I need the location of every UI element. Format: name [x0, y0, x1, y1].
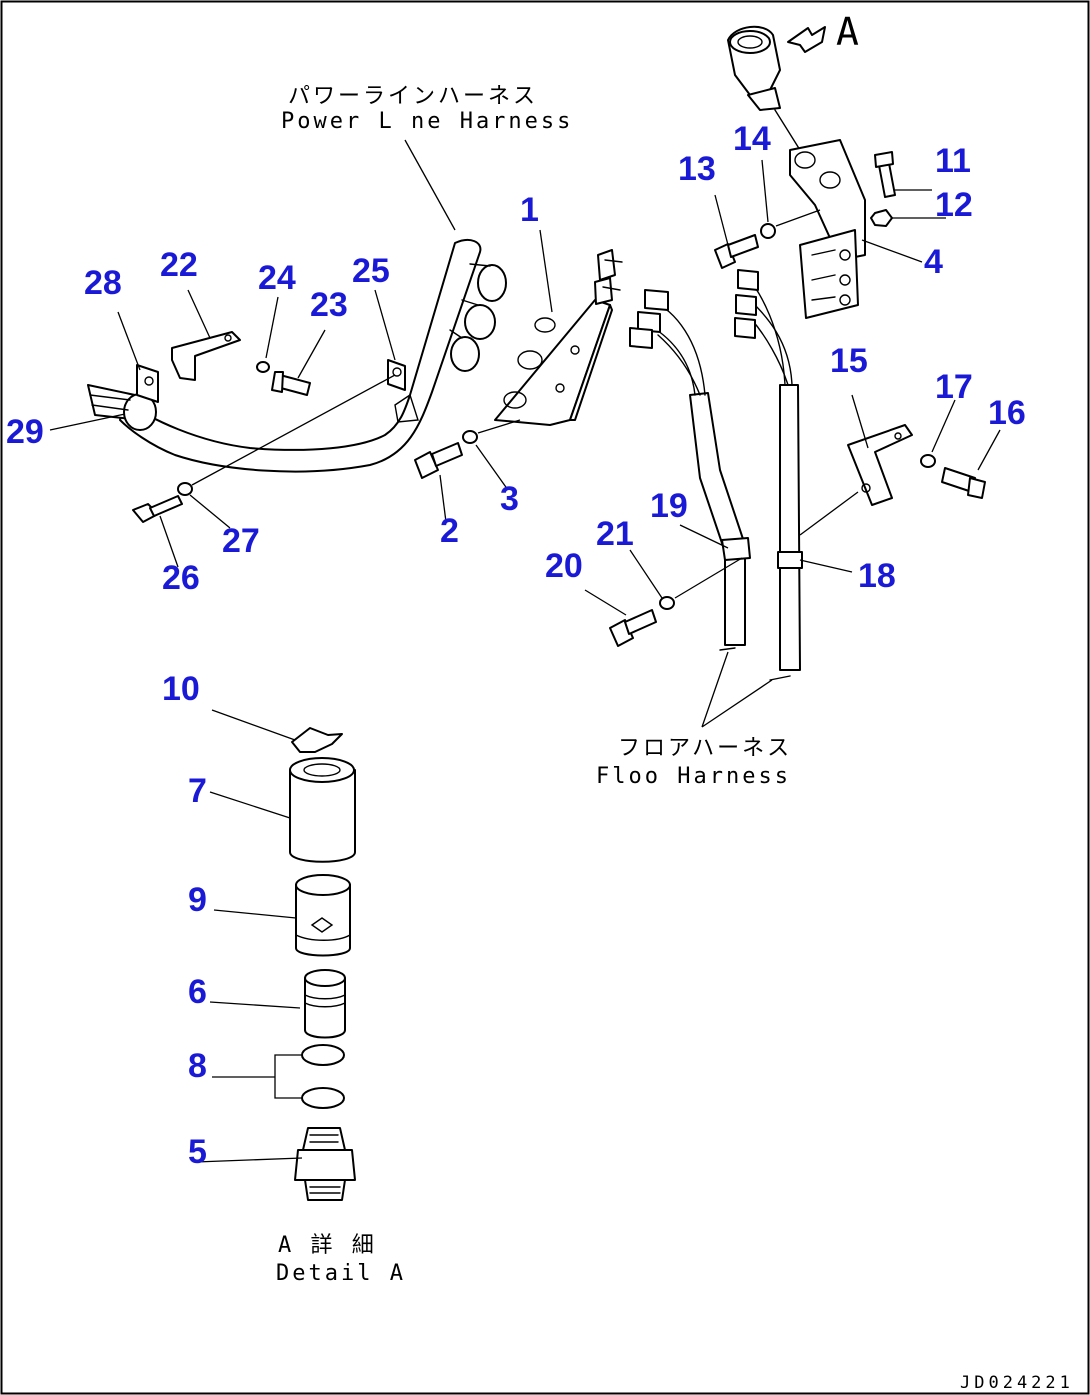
callout-29: 29 — [6, 413, 44, 451]
callout-8: 8 — [188, 1047, 207, 1085]
callout-5: 5 — [188, 1133, 207, 1171]
callout-18: 18 — [858, 557, 896, 595]
callout-28: 28 — [84, 264, 122, 302]
coil-9 — [295, 874, 351, 957]
bolt-20 — [609, 609, 657, 647]
callout-6: 6 — [188, 973, 207, 1011]
floor-harness-label-jp: フロアハーネス — [618, 736, 792, 761]
callout-14: 14 — [733, 120, 771, 158]
bolt-16 — [941, 467, 986, 499]
drawing-number: JD024221 — [960, 1373, 1074, 1393]
floor-harness — [629, 269, 803, 681]
bracket-4 — [789, 139, 866, 319]
power-line-harness-label-en: Power L ne Harness — [281, 109, 573, 134]
bracket-15 — [847, 424, 913, 506]
callout-13: 13 — [678, 150, 716, 188]
leader-lines — [49, 139, 1001, 1163]
callout-22: 22 — [160, 246, 198, 284]
switch-assembly — [727, 25, 826, 151]
callout-9: 9 — [188, 881, 207, 919]
callout-1: 1 — [520, 191, 539, 229]
floor-harness-label-en: Floo Harness — [596, 764, 791, 789]
bolt-2 — [414, 442, 463, 479]
valve-body-5 — [294, 1127, 356, 1201]
o-ring-8b — [301, 1087, 345, 1109]
callout-26: 26 — [162, 559, 200, 597]
bracket-22 — [171, 331, 241, 381]
view-a-letter: A — [836, 10, 862, 54]
callout-10: 10 — [162, 670, 200, 708]
bolt-23 — [271, 371, 311, 396]
callout-23: 23 — [310, 286, 348, 324]
washer-3 — [462, 430, 478, 444]
plunger-6 — [304, 969, 346, 1039]
callout-12: 12 — [935, 186, 973, 224]
cover-7 — [289, 757, 356, 863]
bracket-1 — [494, 249, 623, 426]
detail-a-label-en: Detail A — [276, 1261, 406, 1286]
callout-27: 27 — [222, 522, 260, 560]
callout-20: 20 — [545, 547, 583, 585]
callout-4: 4 — [924, 243, 943, 281]
callout-3: 3 — [500, 480, 519, 518]
washer-14 — [760, 223, 776, 239]
washer-21 — [659, 596, 675, 610]
callout-2: 2 — [440, 512, 459, 550]
callout-11: 11 — [935, 142, 971, 180]
washer-17 — [920, 454, 936, 468]
power-line-harness — [87, 239, 507, 473]
clip-10 — [291, 727, 343, 753]
callout-24: 24 — [258, 259, 296, 297]
nut-12 — [870, 209, 893, 227]
callout-16: 16 — [988, 394, 1026, 432]
washer-24 — [256, 361, 270, 373]
o-ring-8a — [301, 1044, 345, 1066]
bolt-13 — [714, 234, 759, 269]
bolt-26 — [132, 495, 183, 523]
callout-17: 17 — [935, 368, 973, 406]
callout-15: 15 — [830, 342, 868, 380]
washer-27 — [177, 482, 193, 496]
callout-7: 7 — [188, 772, 207, 810]
power-line-harness-label-jp: パワーラインハーネス — [288, 84, 538, 109]
bolt-11 — [874, 151, 896, 198]
callout-25: 25 — [352, 252, 390, 290]
callouts: 1 2 3 4 5 6 7 8 9 10 11 12 13 14 15 16 1… — [6, 120, 1026, 1171]
callout-19: 19 — [650, 487, 688, 525]
detail-a-label-jp: A 詳 細 — [278, 1233, 377, 1258]
callout-21: 21 — [596, 515, 634, 553]
